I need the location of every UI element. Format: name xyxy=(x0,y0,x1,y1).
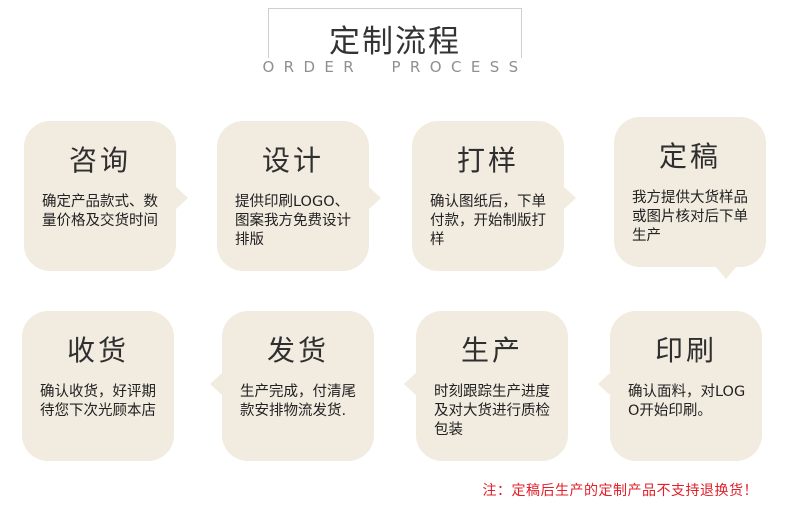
step-title: 设计 xyxy=(261,144,324,177)
step-description: 确认图纸后，下单付款，开始制版打样 xyxy=(430,194,546,248)
arrow-right-icon xyxy=(176,187,188,209)
step-card-receive: 收货 确认收货，好评期待您下次光顾本店 xyxy=(22,311,174,461)
step-description: 确定产品款式、数量价格及交货时间 xyxy=(42,194,158,229)
step-card-consult: 咨询 确定产品款式、数量价格及交货时间 xyxy=(24,121,188,271)
page-subtitle: ORDER PROCESS xyxy=(214,58,576,76)
step-title: 咨询 xyxy=(68,144,131,177)
arrow-left-icon xyxy=(404,373,416,395)
step-title: 收货 xyxy=(66,334,129,367)
step-title: 定稿 xyxy=(658,140,721,173)
step-description: 生产完成，付清尾款安排物流发货. xyxy=(240,384,356,419)
step-title: 印刷 xyxy=(654,334,717,367)
step-description: 提供印刷LOGO、图案我方免费设计排版 xyxy=(235,194,351,248)
step-description: 确认收货，好评期待您下次光顾本店 xyxy=(40,384,156,419)
step-title: 打样 xyxy=(456,144,519,177)
page-title: 定制流程 xyxy=(329,24,461,60)
step-title: 生产 xyxy=(460,334,523,367)
step-card-design: 设计 提供印刷LOGO、图案我方免费设计排版 xyxy=(217,121,381,271)
step-card-sample: 打样 确认图纸后，下单付款，开始制版打样 xyxy=(412,121,576,271)
title-frame xyxy=(268,8,522,62)
step-card-finalize: 定稿 我方提供大货样品或图片核对后下单生产 xyxy=(614,117,766,279)
step-title: 发货 xyxy=(266,334,329,367)
arrow-right-icon xyxy=(369,187,381,209)
arrow-down-icon xyxy=(716,267,736,279)
step-card-ship: 发货 生产完成，付清尾款安排物流发货. xyxy=(210,311,374,461)
arrow-left-icon xyxy=(210,373,222,395)
step-description: 确认面料，对LOGO开始印刷。 xyxy=(628,384,746,419)
step-card-produce: 生产 时刻跟踪生产进度及对大货进行质检包装 xyxy=(404,311,568,461)
notice-text: 注：定稿后生产的定制产品不支持退换货！ xyxy=(482,483,758,499)
step-description: 时刻跟踪生产进度及对大货进行质检包装 xyxy=(434,384,550,438)
step-description: 我方提供大货样品或图片核对后下单生产 xyxy=(632,190,748,244)
step-card-print: 印刷 确认面料，对LOGO开始印刷。 xyxy=(598,311,762,461)
arrow-right-icon xyxy=(564,187,576,209)
arrow-left-icon xyxy=(598,373,610,395)
